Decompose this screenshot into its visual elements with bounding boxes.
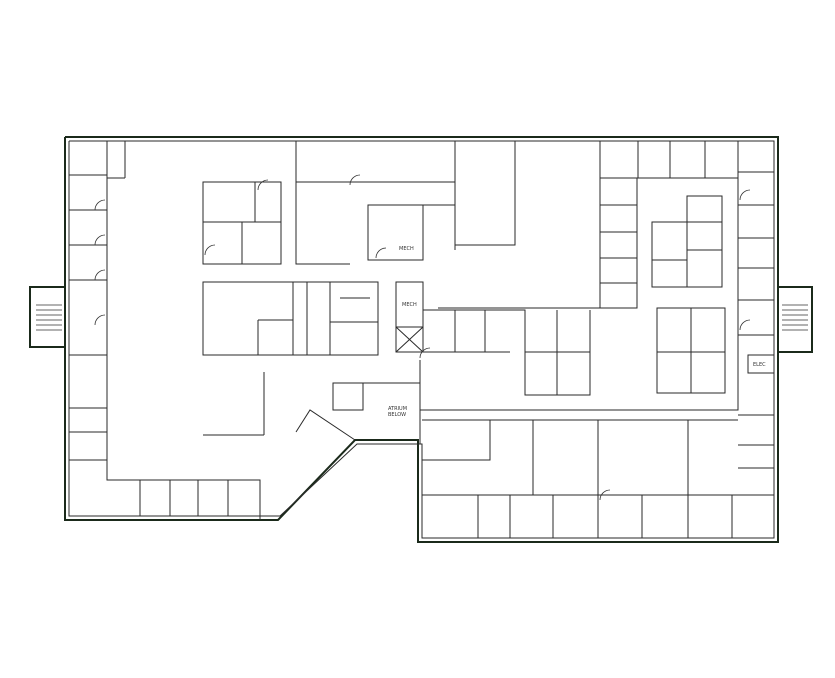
stair-left xyxy=(29,286,66,348)
door-swings xyxy=(94,174,751,501)
exterior-walls xyxy=(64,136,779,543)
atrium-label: ATRIUM xyxy=(388,406,407,412)
elec-label: ELEC xyxy=(753,362,766,368)
mech-label-lower: MECH xyxy=(402,302,417,308)
atrium-below-label: BELOW xyxy=(388,412,406,418)
interior-walls xyxy=(69,141,775,538)
mech-label-upper: MECH xyxy=(399,246,414,252)
stair-right xyxy=(777,286,813,353)
